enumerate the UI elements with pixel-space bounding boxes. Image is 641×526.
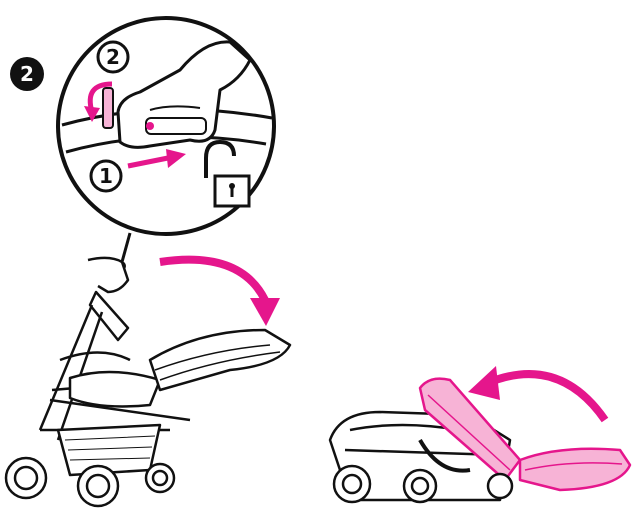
callout-one: 1: [91, 161, 121, 191]
svg-text:1: 1: [99, 164, 113, 188]
release-lever: [103, 88, 113, 128]
fold-arrow-back: [468, 366, 605, 420]
stroller-folding: [6, 258, 290, 506]
step-number: 2: [20, 62, 34, 86]
detail-callout: 2 1: [58, 18, 274, 271]
svg-text:2: 2: [106, 45, 120, 69]
callout-two: 2: [98, 42, 128, 72]
fold-arrow-down: [160, 260, 280, 326]
step-badge: 2: [10, 57, 44, 91]
